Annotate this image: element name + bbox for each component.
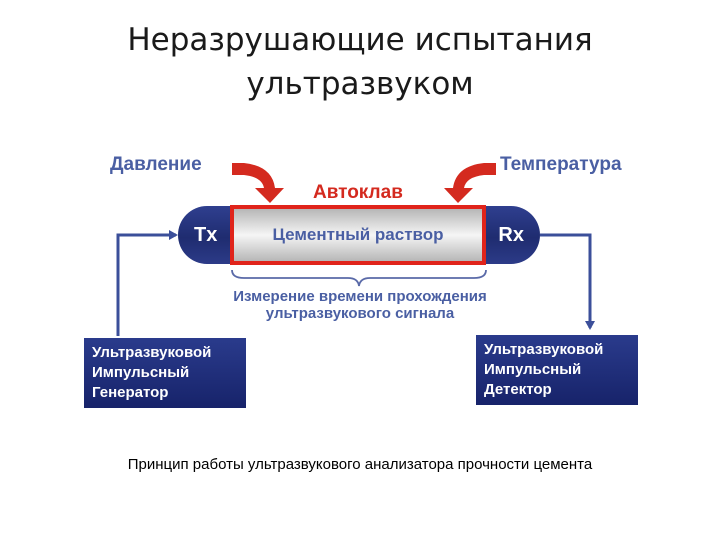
cement-label: Цементный раствор <box>272 225 444 244</box>
figure-caption: Принцип работы ультразвукового анализато… <box>127 456 593 473</box>
title-line-2: ультразвуком <box>246 66 474 102</box>
pressure-arrow <box>232 163 284 203</box>
generator-box: Ультразвуковой Импульсный Генератор <box>84 338 246 408</box>
rx-label: Rx <box>498 224 524 246</box>
slide-title: Неразрушающие испытания ультразвуком <box>0 18 720 106</box>
pressure-label: Давление <box>110 154 202 175</box>
detector-line-3: Детектор <box>484 381 552 398</box>
temperature-arrow <box>444 163 496 203</box>
detector-box: Ультразвуковой Импульсный Детектор <box>476 335 638 405</box>
detector-line-1: Ультразвуковой <box>484 341 604 358</box>
temperature-label: Температура <box>500 154 622 175</box>
measurement-label: Измерение времени прохождения ультразвук… <box>182 288 538 322</box>
generator-line-3: Генератор <box>92 384 169 401</box>
generator-line-2: Импульсный <box>92 364 190 381</box>
title-line-1: Неразрушающие испытания <box>127 22 593 58</box>
generator-line-1: Ультразвуковой <box>92 344 212 361</box>
rx-to-detector-arrow <box>540 233 595 330</box>
generator-to-tx-arrow <box>116 230 178 336</box>
measurement-line-1: Измерение времени прохождения <box>233 288 487 305</box>
tx-label: Tx <box>194 224 218 246</box>
measurement-line-2: ультразвукового сигнала <box>265 305 455 322</box>
detector-line-2: Импульсный <box>484 361 582 378</box>
autoclave-label: Автоклав <box>313 182 403 203</box>
measurement-brace <box>231 269 487 287</box>
cement-sample: Цементный раствор <box>230 205 486 265</box>
